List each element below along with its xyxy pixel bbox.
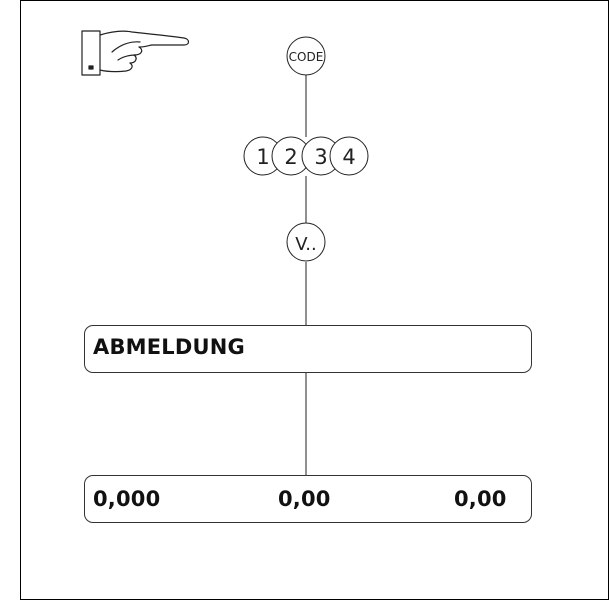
digit-key-3[interactable]: 3 bbox=[301, 136, 341, 176]
display-abmeldung: ABMELDUNG bbox=[84, 325, 532, 373]
page-frame bbox=[20, 0, 609, 600]
pointing-hand-icon bbox=[81, 30, 190, 76]
code-key-label: CODE bbox=[289, 50, 324, 64]
v-key-label: V.. bbox=[295, 234, 316, 255]
digit-key-4[interactable]: 4 bbox=[329, 136, 369, 176]
display-abmeldung-text: ABMELDUNG bbox=[93, 335, 245, 359]
frame-top-rule bbox=[20, 0, 609, 1]
display-value-quantity: 0,000 bbox=[93, 487, 161, 511]
v-key[interactable]: V.. bbox=[286, 222, 326, 262]
digit-key-4-label: 4 bbox=[342, 145, 355, 169]
digit-key-2-label: 2 bbox=[284, 145, 297, 169]
digit-key-3-label: 3 bbox=[314, 145, 327, 169]
code-key[interactable]: CODE bbox=[286, 36, 326, 76]
digit-key-2[interactable]: 2 bbox=[271, 136, 311, 176]
display-value-price: 0,00 bbox=[278, 487, 331, 511]
display-value-total: 0,00 bbox=[454, 487, 507, 511]
display-values: 0,000 0,00 0,00 bbox=[84, 475, 532, 523]
digit-key-1-label: 1 bbox=[256, 145, 269, 169]
